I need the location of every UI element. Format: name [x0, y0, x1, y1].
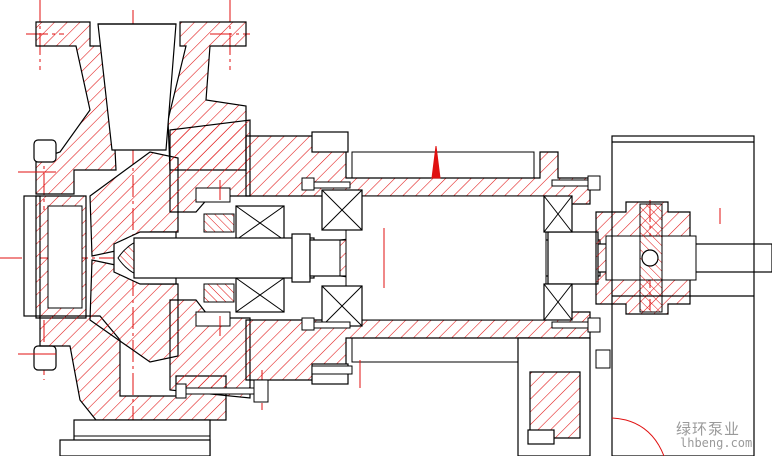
seal-chamber — [169, 119, 285, 399]
detail-lines — [219, 180, 721, 388]
watermark-brand: 绿环泵业 — [676, 420, 741, 438]
base-support — [59, 337, 591, 456]
suction-flange — [18, 139, 87, 371]
bolts — [175, 175, 611, 403]
coupling-guard — [611, 135, 755, 456]
watermark-site: lhbeng.com — [680, 436, 753, 450]
bearings — [321, 189, 573, 327]
coupling — [595, 201, 697, 315]
